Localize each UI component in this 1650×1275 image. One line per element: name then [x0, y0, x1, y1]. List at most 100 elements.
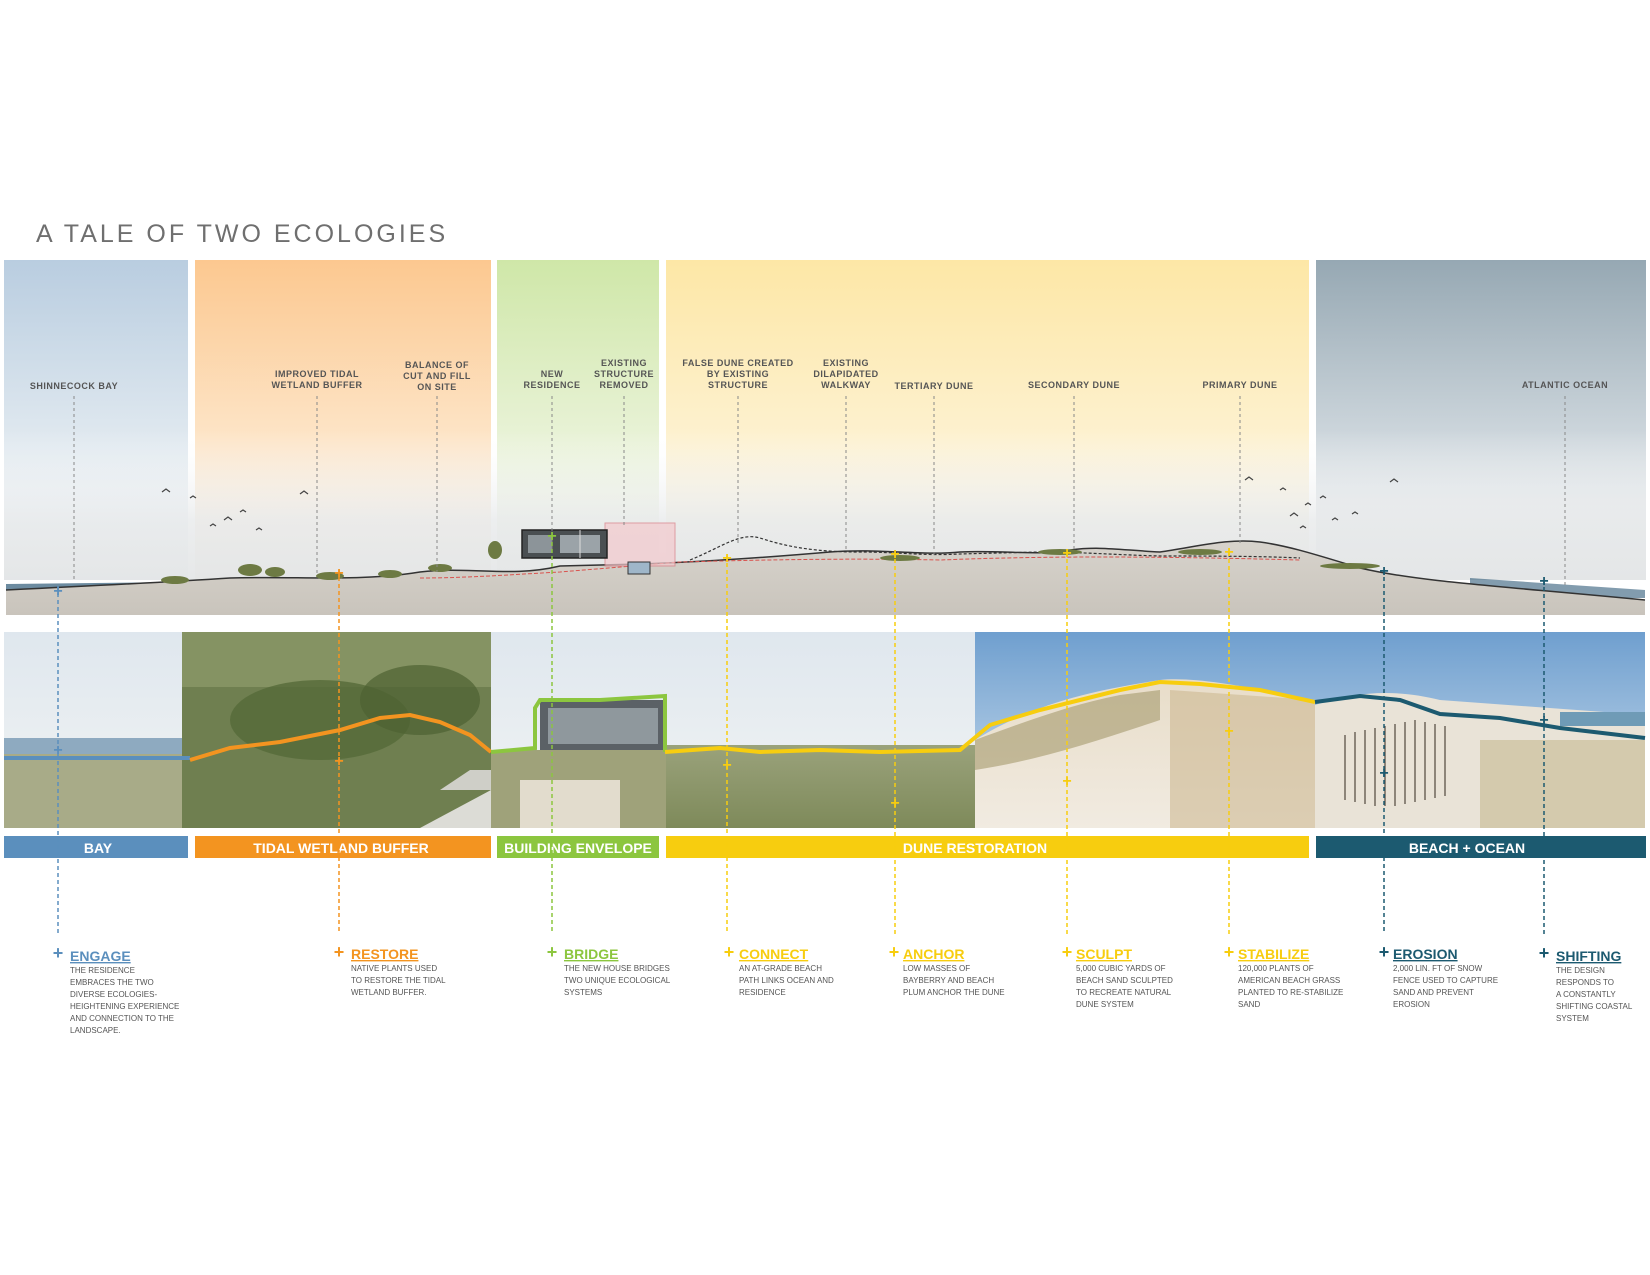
plus-icon: + — [547, 528, 556, 545]
annotation-line: STRUCTURE — [594, 369, 654, 379]
ground-mass — [6, 540, 1645, 615]
strategy-erosion: + EROSION 2,000 LIN. FT OF SNOW FENCE US… — [1379, 942, 1500, 1009]
desc-line: PLANTED TO RE-STABILIZE — [1238, 988, 1343, 997]
strategy-desc-connect: AN AT-GRADE BEACH PATH LINKS OCEAN AND R… — [739, 964, 836, 997]
annotation-line: NEW — [541, 369, 564, 379]
zone-label-building: BUILDING ENVELOPE — [504, 840, 652, 856]
desc-line: PLUM ANCHOR THE DUNE — [903, 988, 1005, 997]
desc-line: PATH LINKS OCEAN AND — [739, 976, 834, 985]
desc-line: DIVERSE ECOLOGIES- — [70, 990, 157, 999]
strategy-bridge: + BRIDGE THE NEW HOUSE BRIDGES TWO UNIQU… — [547, 942, 671, 997]
annotation-line: RESIDENCE — [523, 380, 580, 390]
strategy-connect: + CONNECT AN AT-GRADE BEACH PATH LINKS O… — [724, 942, 836, 997]
desc-line: 2,000 LIN. FT OF SNOW — [1393, 964, 1483, 973]
plus-icon: + — [1224, 544, 1233, 561]
annotation-atlantic-ocean: ATLANTIC OCEAN — [1522, 380, 1608, 390]
desc-line: BAYBERRY AND BEACH — [903, 976, 994, 985]
dune-profile-line — [664, 679, 1316, 755]
strategy-shifting: + SHIFTING THE DESIGN RESPONDS TO A CONS… — [1539, 943, 1634, 1023]
annotation-line: WALKWAY — [821, 380, 871, 390]
annotation-line: DILAPIDATED — [813, 369, 878, 379]
desc-line: THE NEW HOUSE BRIDGES — [564, 964, 670, 973]
plus-icon: + — [334, 753, 343, 770]
plus-icon: + — [890, 546, 899, 563]
plus-icon: + — [1224, 942, 1235, 962]
annotation-line: SECONDARY DUNE — [1028, 380, 1120, 390]
zone-label-ocean: BEACH + OCEAN — [1409, 840, 1525, 856]
zone-bars: BAY TIDAL WETLAND BUFFER BUILDING ENVELO… — [4, 836, 1646, 858]
desc-line: A CONSTANTLY — [1556, 990, 1616, 999]
desc-line: EMBRACES THE TWO — [70, 978, 154, 987]
proposed-grade-red — [419, 556, 1301, 579]
zone-label-wetland: TIDAL WETLAND BUFFER — [253, 840, 429, 856]
building-bar — [497, 836, 659, 858]
strategy-title-stabilize: STABILIZE — [1238, 946, 1309, 962]
plus-icon: + — [547, 942, 558, 962]
annotation-primary-dune: PRIMARY DUNE — [1202, 380, 1277, 390]
annotation-secondary-dune: SECONDARY DUNE — [1028, 380, 1120, 390]
annotation-line: TERTIARY DUNE — [894, 381, 973, 391]
plus-icon: + — [1062, 545, 1071, 562]
desc-line: RESIDENCE — [739, 988, 786, 997]
ocean-bar — [1316, 836, 1646, 858]
wetland-bar — [195, 836, 491, 858]
desc-line: THE RESIDENCE — [70, 966, 135, 975]
desc-line: THE DESIGN — [1556, 966, 1605, 975]
desc-line: TWO UNIQUE ECOLOGICAL — [564, 976, 671, 985]
plus-icon: + — [722, 757, 731, 774]
desc-line: SHIFTING COASTAL — [1556, 1002, 1633, 1011]
desc-line: SAND — [1238, 1000, 1260, 1009]
strategy-title-engage: ENGAGE — [70, 948, 131, 964]
plus-icon: + — [334, 565, 343, 582]
strategy-desc-erosion: 2,000 LIN. FT OF SNOW FENCE USED TO CAPT… — [1393, 964, 1500, 1009]
plus-icon: + — [53, 943, 64, 963]
annotation-line: ATLANTIC OCEAN — [1522, 380, 1608, 390]
plus-icon: + — [1379, 563, 1388, 580]
desc-line: SYSTEM — [1556, 1014, 1589, 1023]
desc-line: SAND AND PREVENT — [1393, 988, 1474, 997]
birds — [161, 476, 1399, 531]
strategy-title-sculpt: SCULPT — [1076, 946, 1132, 962]
desc-line: EROSION — [1393, 1000, 1430, 1009]
plus-icon: + — [1062, 773, 1071, 790]
section-zone-backgrounds — [4, 260, 1646, 580]
annotation-line: EXISTING — [601, 358, 647, 368]
wetland-profile-line — [189, 712, 493, 762]
plus-icon: + — [1379, 765, 1388, 782]
desc-line: NATIVE PLANTS USED — [351, 964, 437, 973]
dune-bar — [666, 836, 1309, 858]
strategy-title-anchor: ANCHOR — [903, 946, 964, 962]
photo-strip — [4, 632, 1646, 828]
plus-icon: + — [334, 942, 345, 962]
desc-line: AMERICAN BEACH GRASS — [1238, 976, 1340, 985]
annotation-line: SHINNECOCK BAY — [30, 381, 118, 391]
site-section — [5, 476, 1646, 615]
annotation-line: REMOVED — [599, 380, 648, 390]
strategy-title-erosion: EROSION — [1393, 946, 1458, 962]
plus-icon: + — [53, 583, 62, 600]
plus-icon: + — [724, 942, 735, 962]
desc-line: LOW MASSES OF — [903, 964, 970, 973]
strategy-desc-shifting: THE DESIGN RESPONDS TO A CONSTANTLY SHIF… — [1556, 966, 1634, 1023]
annotation-line: FALSE DUNE CREATED — [682, 358, 793, 368]
annotation-tertiary-dune: TERTIARY DUNE — [894, 381, 973, 391]
annotation-line: BALANCE OF — [405, 360, 469, 370]
annotation-line: STRUCTURE — [708, 380, 768, 390]
strategy-title-shifting: SHIFTING — [1556, 948, 1621, 964]
plus-icon: + — [890, 795, 899, 812]
annotation-line: PRIMARY DUNE — [1202, 380, 1277, 390]
desc-line: AN AT-GRADE BEACH — [739, 964, 822, 973]
strategy-desc-engage: THE RESIDENCE EMBRACES THE TWO DIVERSE E… — [70, 966, 182, 1035]
annotation-line: EXISTING — [823, 358, 869, 368]
plus-icon: + — [722, 550, 731, 567]
strategy-restore: + RESTORE NATIVE PLANTS USED TO RESTORE … — [334, 942, 446, 997]
desc-line: AND CONNECTION TO THE — [70, 1014, 174, 1023]
annotation-line: WETLAND BUFFER — [272, 380, 363, 390]
